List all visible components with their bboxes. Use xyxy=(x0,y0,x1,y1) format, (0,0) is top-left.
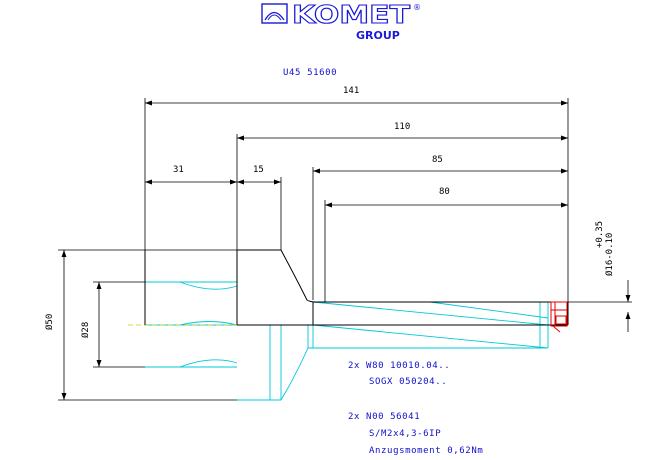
dim-d28: Ø28 xyxy=(80,322,91,338)
komet-emblem-icon xyxy=(261,3,288,24)
dimension-labels: 141 110 85 80 31 15 Ø50 Ø28 Ø16-0.10 +0.… xyxy=(44,86,615,338)
note-screw-1: 2x N00 56041 xyxy=(348,412,420,422)
part-number: U45 51600 xyxy=(283,68,337,78)
komet-logo: KOMET ® GROUP xyxy=(261,0,421,42)
dim-d50: Ø50 xyxy=(44,314,55,330)
dim-tolerance: +0.35 xyxy=(595,221,605,248)
note-insert-2: SOGX 050204.. xyxy=(369,377,447,387)
dim-80: 80 xyxy=(439,187,450,197)
dim-85: 85 xyxy=(432,155,443,165)
note-torque: Anzugsmoment 0,62Nm xyxy=(369,446,483,456)
cutting-insert xyxy=(550,301,568,333)
extension-lines xyxy=(58,98,632,401)
notes: 2x W80 10010.04.. SOGX 050204.. 2x N00 5… xyxy=(348,361,483,456)
dim-110: 110 xyxy=(394,122,410,132)
note-insert-1: 2x W80 10010.04.. xyxy=(348,361,450,371)
registered-mark: ® xyxy=(413,3,421,12)
dim-31: 31 xyxy=(173,165,184,175)
dimension-lines xyxy=(61,100,631,400)
dim-141: 141 xyxy=(343,86,359,96)
brand-name: KOMET xyxy=(292,0,410,29)
group-label: GROUP xyxy=(356,29,400,42)
note-screw-2: S/M2x4,3-6IP xyxy=(369,429,441,439)
tool-outline xyxy=(144,249,569,326)
hidden-lines xyxy=(145,281,555,401)
dim-bore: Ø16-0.10 xyxy=(604,233,615,276)
dim-15: 15 xyxy=(253,165,264,175)
